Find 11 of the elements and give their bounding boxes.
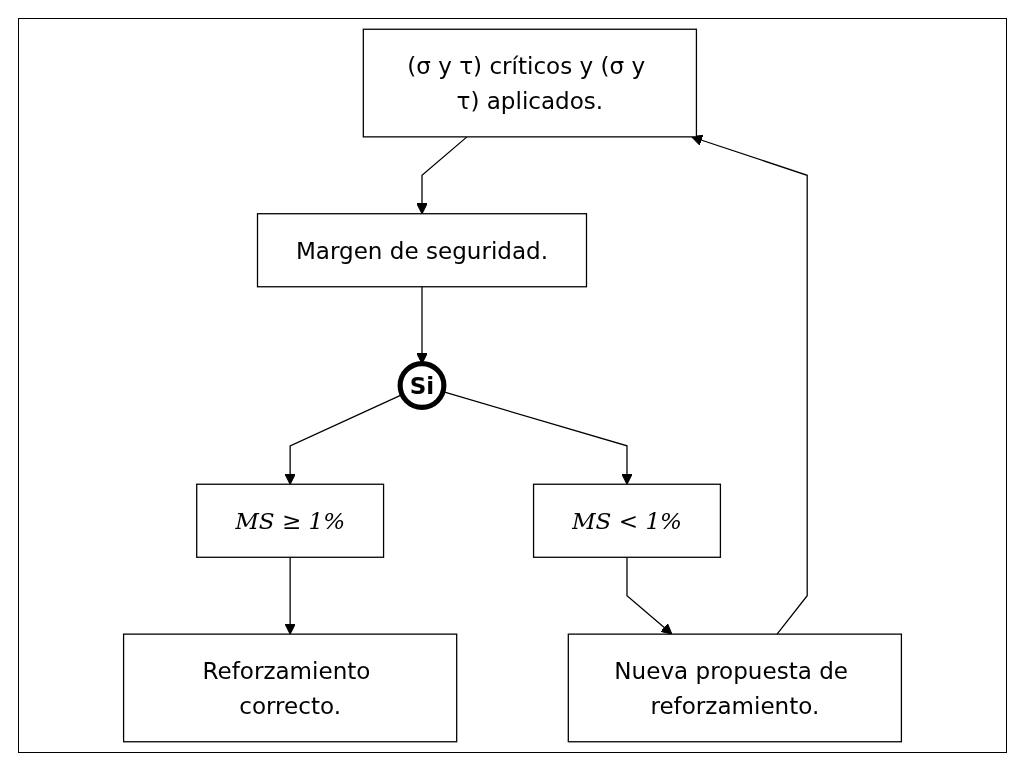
- node-circle: Si: [397, 361, 447, 410]
- arrow: [284, 556, 296, 635]
- node-box: Margen de seguridad.: [256, 213, 588, 288]
- arrow: [691, 134, 808, 635]
- arrow: [416, 136, 468, 215]
- node-box: MS < 1%: [532, 483, 722, 558]
- node-box: (σ y τ) críticos y (σ y τ) aplicados.: [362, 28, 698, 138]
- node-box: Reforzamiento correcto.: [122, 633, 458, 743]
- node-box: Nueva propuesta de reforzamiento.: [567, 633, 903, 743]
- node-box: MS ≥ 1%: [196, 483, 385, 558]
- arrow: [626, 556, 673, 635]
